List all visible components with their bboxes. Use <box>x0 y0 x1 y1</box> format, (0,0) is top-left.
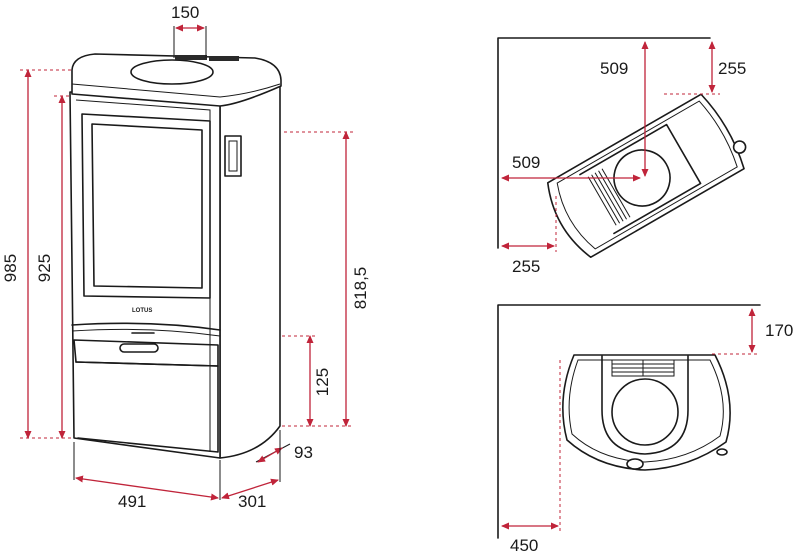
dim-255-h-label: 255 <box>512 257 540 276</box>
corner-knob <box>732 140 747 154</box>
corner-flue <box>613 149 671 207</box>
dim-150-label: 150 <box>171 3 199 22</box>
wall-stove-inner <box>568 359 724 463</box>
dim-93-line <box>257 447 283 463</box>
drawer-top-line <box>71 322 221 331</box>
flue-outlet <box>130 59 214 85</box>
dim-985-label: 985 <box>1 254 20 282</box>
dim-925-label: 925 <box>35 254 54 282</box>
stove-top-cap-line <box>71 83 281 98</box>
dim-509-h-label: 509 <box>512 153 540 172</box>
wall-walls <box>497 304 761 539</box>
door-handle <box>224 135 242 177</box>
top-grill-right <box>209 56 239 61</box>
glass-door <box>81 113 211 299</box>
wall-knob-front <box>626 458 644 470</box>
drawer-handle <box>119 343 159 353</box>
corner-stove-plan <box>546 93 747 259</box>
corner-walls <box>497 37 711 249</box>
wall-view: 170 450 <box>497 304 793 555</box>
top-grill-left <box>175 55 207 60</box>
dim-491-line <box>75 475 219 501</box>
dim-255-v-label: 255 <box>718 59 746 78</box>
wall-top-plate <box>601 355 689 455</box>
wall-flue <box>611 378 679 446</box>
front-view: LOTUS 150 985 925 818,5 125 93 <box>1 3 370 511</box>
logo-lotus: LOTUS <box>132 308 152 314</box>
dim-170-label: 170 <box>765 321 793 340</box>
stove-body-edge <box>75 99 211 452</box>
corner-view: 509 255 509 255 <box>497 37 747 276</box>
wall-grill <box>611 359 675 377</box>
corner-top-plate <box>579 123 702 235</box>
drawer-top-line-2 <box>71 328 221 337</box>
dim-8185-label: 818,5 <box>351 267 370 310</box>
dim-509-v-label: 509 <box>600 59 628 78</box>
corner-stove-inner <box>556 100 738 250</box>
drawer-panel <box>75 361 219 453</box>
wall-knob-side <box>716 448 728 456</box>
dim-301-label: 301 <box>238 492 266 511</box>
door-handle-inner <box>228 140 238 172</box>
dim-301-line <box>221 478 279 500</box>
dim-450-label: 450 <box>510 536 538 555</box>
dim-491-label: 491 <box>118 492 146 511</box>
dim-93-label: 93 <box>294 443 313 462</box>
dim-125-label: 125 <box>313 368 332 396</box>
door-glass <box>91 123 203 289</box>
